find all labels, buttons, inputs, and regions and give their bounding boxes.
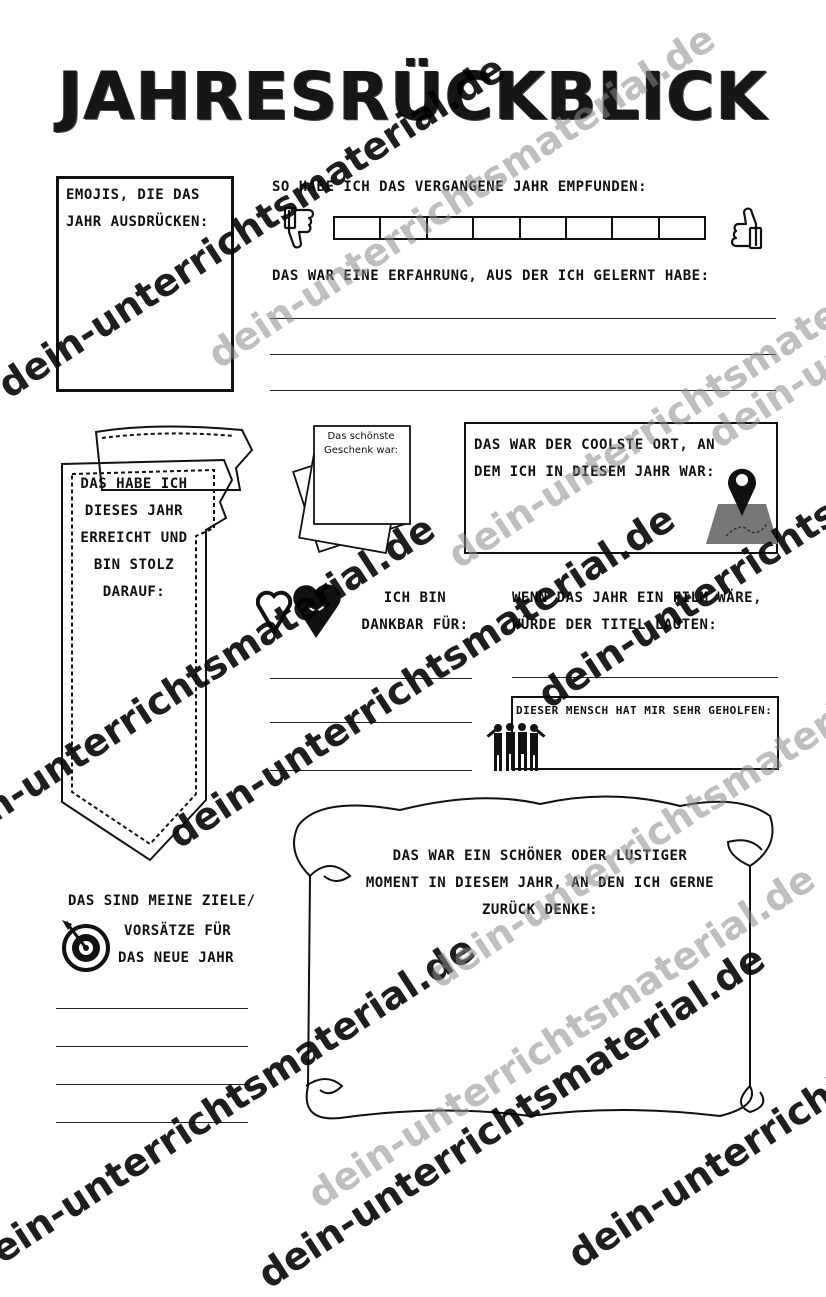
writing-line[interactable] <box>270 722 472 723</box>
writing-line[interactable] <box>56 1046 248 1047</box>
scale-segment[interactable] <box>613 218 660 238</box>
feeling-label: SO HABE ICH DAS VERGANGENE JAHR EMPFUNDE… <box>272 179 648 195</box>
achievement-line: BIN STOLZ <box>93 557 175 573</box>
place-box[interactable] <box>464 422 778 554</box>
helper-label: DIESER MENSCH HAT MIR SEHR GEHOLFEN: <box>516 704 773 717</box>
map-pin-icon <box>706 468 778 544</box>
scale-segment[interactable] <box>474 218 521 238</box>
people-icon <box>486 723 546 771</box>
achievement-label: DAS HABE ICH DIESES JAHR ERREICHT UND BI… <box>76 471 192 606</box>
writing-line[interactable] <box>270 390 776 391</box>
achievement-line: DARAUF: <box>102 584 166 600</box>
moment-line: DAS WAR EIN SCHÖNER ODER LUSTIGER <box>392 848 688 864</box>
goals-line: VORSÄTZE FÜR <box>124 923 232 939</box>
place-label: DAS WAR DER COOLSTE ORT, AN DEM ICH IN D… <box>474 437 716 480</box>
achievement-line: DAS HABE ICH <box>80 476 188 492</box>
writing-line[interactable] <box>56 1084 248 1085</box>
sticky-notes-graphic <box>292 425 411 555</box>
emojis-box[interactable] <box>56 176 234 392</box>
goals-line: DAS NEUE JAHR <box>118 950 235 966</box>
scale-segment[interactable] <box>567 218 614 238</box>
grateful-line: DANKBAR FÜR: <box>361 617 469 633</box>
moment-line: MOMENT IN DIESEM JAHR, AN DEN ICH GERNE <box>365 875 715 891</box>
writing-line[interactable] <box>512 677 778 678</box>
moment-line: ZURÜCK DENKE: <box>481 902 599 918</box>
scale-segment[interactable] <box>381 218 428 238</box>
writing-line[interactable] <box>270 318 776 319</box>
grateful-line: ICH BIN <box>383 590 447 606</box>
achievement-line: ERREICHT UND <box>80 530 188 546</box>
film-label: WENN DAS JAHR EIN FILM WÄRE, WÜRDE DER T… <box>512 590 763 633</box>
writing-line[interactable] <box>56 1122 248 1123</box>
feeling-scale[interactable] <box>333 216 706 240</box>
target-icon <box>62 920 110 972</box>
goals-title: DAS SIND MEINE ZIELE/ <box>68 893 256 909</box>
gift-label: Das schönste Geschenk war: <box>323 431 399 456</box>
scale-segment[interactable] <box>335 218 382 238</box>
scroll-frame <box>293 795 774 1120</box>
achievement-line: DIESES JAHR <box>84 503 184 519</box>
experience-label: DAS WAR EINE ERFAHRUNG, AUS DER ICH GELE… <box>272 268 710 284</box>
scale-segment[interactable] <box>660 218 704 238</box>
thumbs-up-icon <box>730 207 763 250</box>
writing-line[interactable] <box>270 770 472 771</box>
writing-line[interactable] <box>270 678 472 679</box>
emojis-label: EMOJIS, DIE DAS JAHR AUSDRÜCKEN: <box>66 187 209 230</box>
hearts-icon <box>256 584 341 638</box>
scale-segment[interactable] <box>521 218 567 238</box>
writing-line[interactable] <box>270 354 776 355</box>
scale-segment[interactable] <box>428 218 475 238</box>
grateful-label: ICH BIN DANKBAR FÜR: <box>350 585 480 639</box>
thumbs-down-icon <box>283 206 315 249</box>
page-title: JAHRESRÜCKBLICK <box>58 58 768 135</box>
writing-line[interactable] <box>56 1008 248 1009</box>
banner-frame <box>61 425 254 862</box>
moment-label: DAS WAR EIN SCHÖNER ODER LUSTIGER MOMENT… <box>340 843 740 924</box>
